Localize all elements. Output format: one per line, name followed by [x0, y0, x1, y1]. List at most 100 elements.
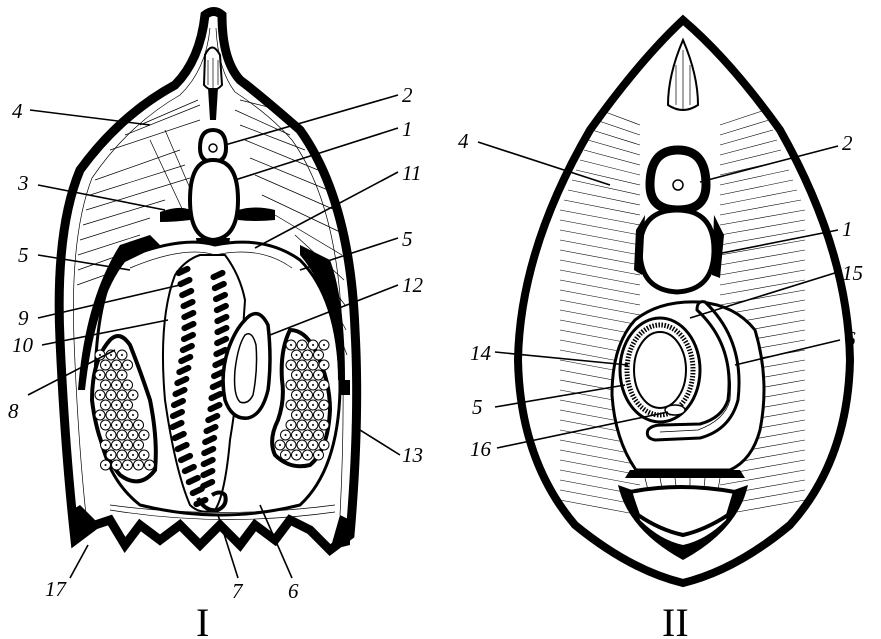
gonad-cell-nucleus [312, 384, 314, 386]
label-I-2: 2 [402, 83, 413, 107]
gonad-cell-nucleus [99, 394, 101, 396]
gonad-cell-nucleus [296, 354, 298, 356]
section-I: 4 2 1 3 11 5 5 12 9 10 8 13 17 7 6 I [8, 12, 424, 639]
gonad-cell-nucleus [279, 444, 281, 446]
gonad-cell-nucleus [132, 454, 134, 456]
gonad-cell-nucleus [116, 464, 118, 466]
gonad-cell-nucleus [290, 444, 292, 446]
gonad-cell-nucleus [105, 364, 107, 366]
section-II-intestine-lumen [634, 332, 686, 408]
gonad-cell-nucleus [312, 364, 314, 366]
label-I-6: 6 [288, 579, 299, 603]
caption-II: II [662, 600, 689, 639]
gonad-cell-nucleus [105, 464, 107, 466]
gonad-cell-nucleus [323, 444, 325, 446]
gonad-cell-nucleus [323, 404, 325, 406]
label-I-3: 3 [17, 171, 29, 195]
gonad-cell-nucleus [290, 424, 292, 426]
gonad-cell-nucleus [318, 394, 320, 396]
gonad-cell-nucleus [296, 414, 298, 416]
gonad-cell-nucleus [99, 374, 101, 376]
gonad-cell-nucleus [127, 364, 129, 366]
gonad-cell-nucleus [105, 384, 107, 386]
gonad-cell-nucleus [285, 434, 287, 436]
gonad-cell-nucleus [138, 464, 140, 466]
section-II-ventral-band [625, 470, 745, 478]
label-II-1: 1 [842, 217, 853, 241]
gonad-cell-nucleus [121, 394, 123, 396]
gonad-cell-nucleus [138, 444, 140, 446]
gonad-cell-nucleus [121, 434, 123, 436]
section-II-neurocoel [673, 180, 683, 190]
gonad-cell-nucleus [307, 394, 309, 396]
section-II-subintestinal-vessel [665, 405, 685, 415]
gonad-cell-nucleus [110, 434, 112, 436]
gonad-cell-nucleus [307, 414, 309, 416]
gonad-cell-nucleus [318, 414, 320, 416]
section-II-notochord [640, 210, 714, 292]
gonad-cell-nucleus [318, 354, 320, 356]
gonad-cell-nucleus [296, 394, 298, 396]
gonad-cell-nucleus [127, 444, 129, 446]
gonad-cell-nucleus [110, 374, 112, 376]
gonad-cell-nucleus [290, 384, 292, 386]
gonad-cell-nucleus [296, 434, 298, 436]
label-I-8: 8 [8, 399, 19, 423]
gonad-cell-nucleus [99, 414, 101, 416]
gonad-cell-nucleus [116, 424, 118, 426]
gonad-cell-nucleus [105, 404, 107, 406]
gonad-cell-nucleus [301, 364, 303, 366]
label-II-5: 5 [472, 395, 483, 419]
gonad-cell-nucleus [127, 384, 129, 386]
gonad-cell-nucleus [121, 454, 123, 456]
gonad-cell-nucleus [127, 424, 129, 426]
gonad-cell-nucleus [290, 404, 292, 406]
gonad-cell-nucleus [132, 394, 134, 396]
gonad-cell-nucleus [99, 354, 101, 356]
gonad-cell-nucleus [323, 384, 325, 386]
gonad-cell-nucleus [323, 344, 325, 346]
gonad-cell-nucleus [290, 344, 292, 346]
gonad-cell-nucleus [290, 364, 292, 366]
label-II-4: 4 [458, 129, 469, 153]
gonad-cell-nucleus [301, 424, 303, 426]
gonad-cell-nucleus [301, 344, 303, 346]
gonad-cell-nucleus [318, 374, 320, 376]
gonad-cell-nucleus [312, 344, 314, 346]
label-I-11: 11 [402, 161, 421, 185]
label-I-9: 9 [18, 306, 29, 330]
gonad-cell-nucleus [127, 404, 129, 406]
label-II-15: 15 [842, 261, 863, 285]
gonad-cell-nucleus [301, 404, 303, 406]
label-I-5b: 5 [402, 227, 413, 251]
gonad-cell-nucleus [121, 414, 123, 416]
gonad-cell-nucleus [296, 454, 298, 456]
gonad-cell-nucleus [116, 404, 118, 406]
gonad-cell-nucleus [307, 354, 309, 356]
gonad-cell-nucleus [116, 444, 118, 446]
gonad-cell-nucleus [296, 374, 298, 376]
label-I-13: 13 [402, 443, 423, 467]
label-II-16: 16 [470, 437, 492, 461]
label-I-17: 17 [45, 577, 68, 601]
gonad-cell-nucleus [318, 434, 320, 436]
section-I-notochord [190, 160, 238, 240]
gonad-cell-nucleus [121, 354, 123, 356]
gonad-cell-nucleus [285, 454, 287, 456]
gonad-cell-nucleus [127, 464, 129, 466]
label-I-1: 1 [402, 117, 413, 141]
gonad-cell-nucleus [307, 434, 309, 436]
label-I-10: 10 [12, 333, 34, 357]
gonad-cell-nucleus [132, 414, 134, 416]
gonad-cell-nucleus [105, 424, 107, 426]
gonad-cell-nucleus [323, 424, 325, 426]
label-I-7: 7 [232, 579, 244, 603]
caption-I: I [196, 600, 209, 639]
gonad-cell-nucleus [110, 354, 112, 356]
gonad-cell-nucleus [110, 394, 112, 396]
gonad-cell-nucleus [138, 424, 140, 426]
label-I-4: 4 [12, 99, 23, 123]
gonad-cell-nucleus [307, 454, 309, 456]
label-II-14: 14 [470, 341, 492, 365]
label-II-2: 2 [842, 131, 853, 155]
